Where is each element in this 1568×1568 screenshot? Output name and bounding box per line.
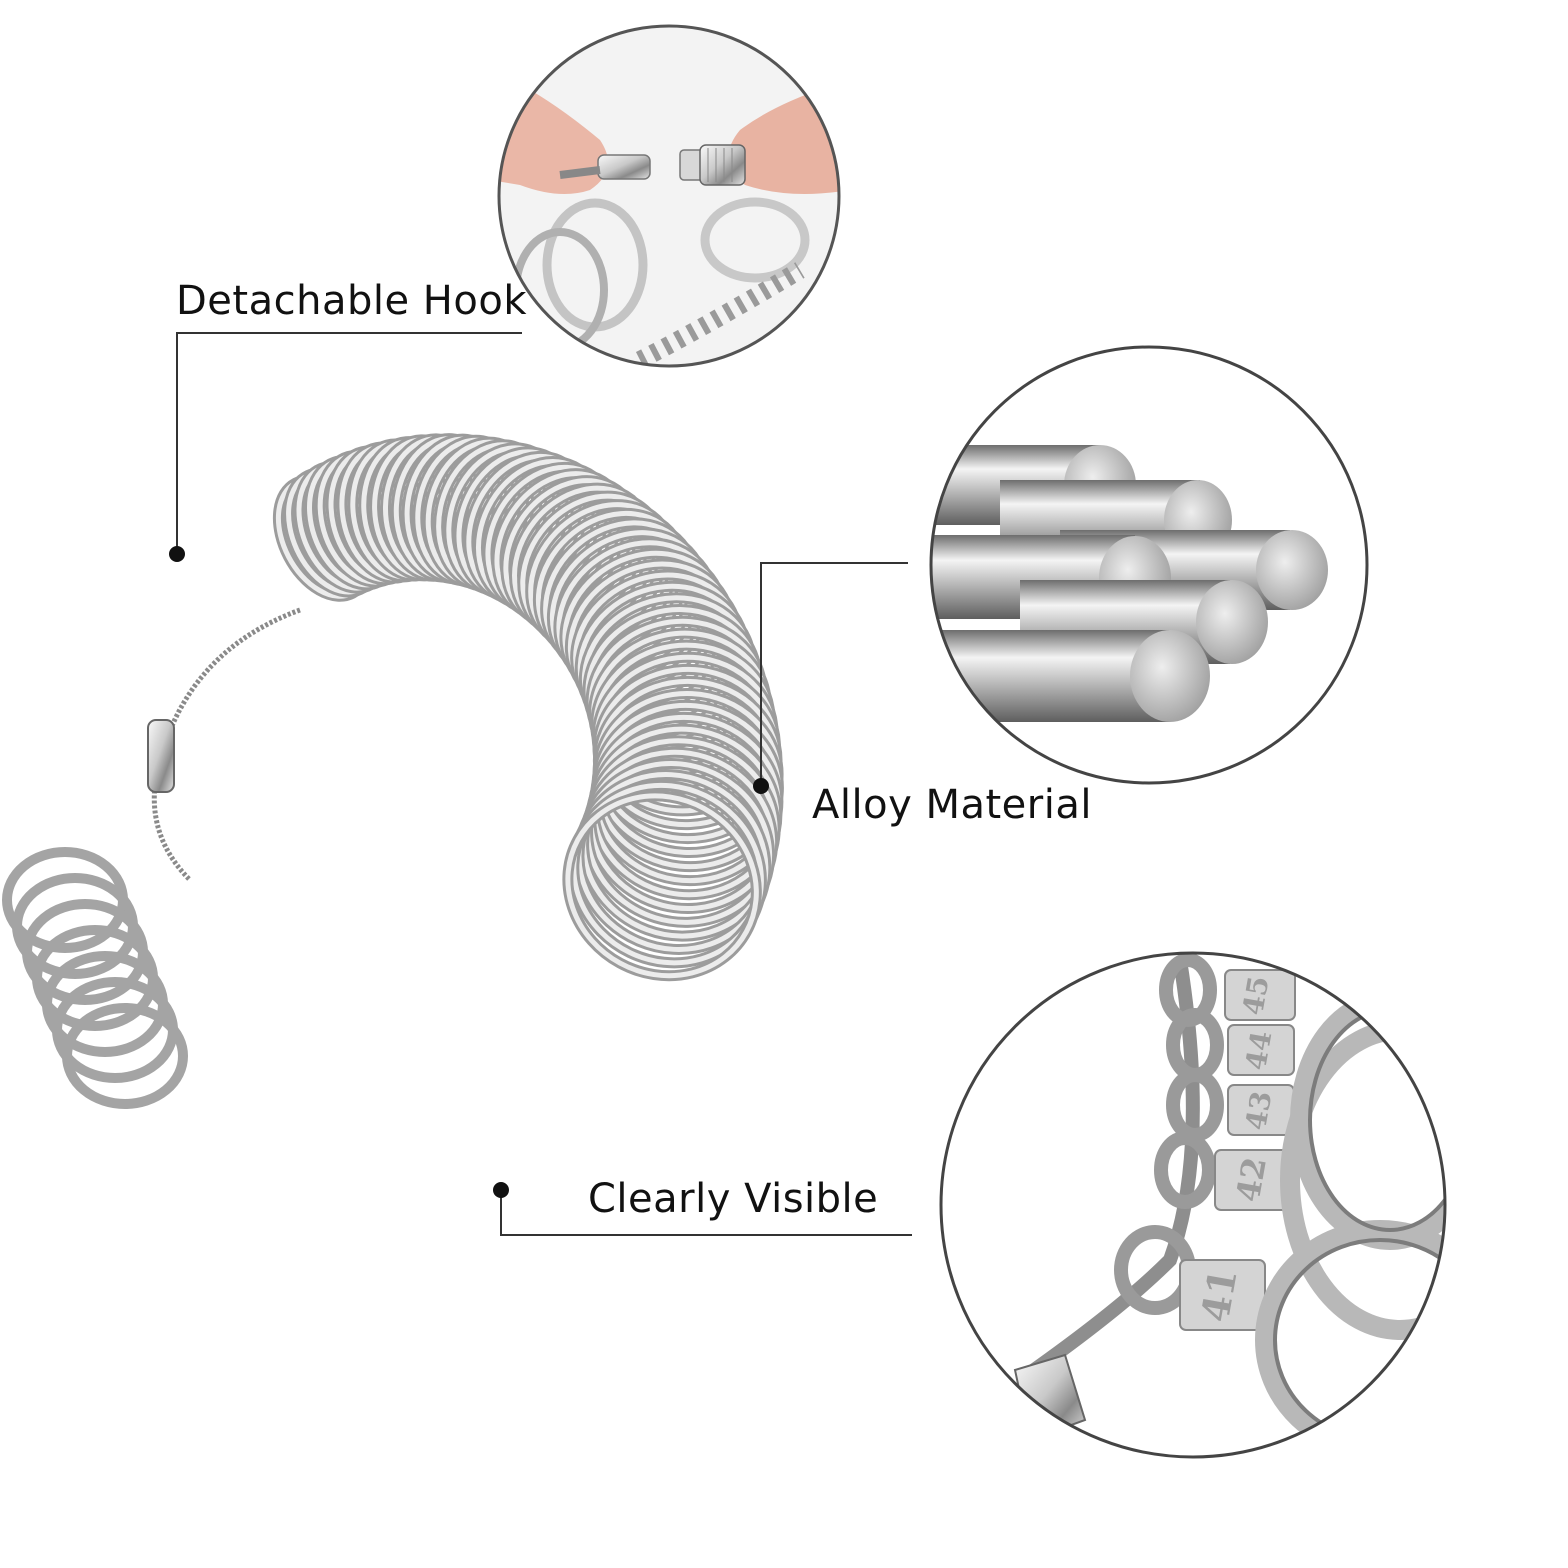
- ring-sizer-product: [2, 433, 784, 1109]
- detachable-hook-line-v: [176, 332, 178, 552]
- sizing-ring: [62, 1003, 188, 1109]
- alloy-material-label: Alloy Material: [812, 782, 1092, 828]
- sizing-ring: [565, 793, 759, 979]
- detachable-hook-dot: [169, 546, 185, 562]
- alloy-material-dot: [753, 778, 769, 794]
- size-tags-closeup-photo: [941, 953, 1445, 1457]
- alloy-rods-photo: [931, 347, 1367, 783]
- clearly-visible-line-h: [500, 1234, 912, 1236]
- size-tag-42: 42: [1229, 1154, 1274, 1204]
- detachable-hook-line-h: [176, 332, 522, 334]
- alloy-rods-frame: [929, 345, 1369, 785]
- size-tag-41: 41: [1192, 1265, 1246, 1325]
- clearly-visible-dot: [493, 1182, 509, 1198]
- size-tag-44: 44: [1239, 1029, 1278, 1073]
- hook-closeup-frame: [497, 24, 841, 368]
- alloy-material-line-h: [760, 562, 908, 564]
- size-tag-numbers: 45 44 43 42 41: [1192, 974, 1278, 1326]
- size-tag-43: 43: [1239, 1089, 1278, 1133]
- clearly-visible-label: Clearly Visible: [588, 1176, 879, 1222]
- alloy-material-line-v: [760, 562, 762, 784]
- size-tag-45: 45: [1236, 974, 1275, 1018]
- hook-closeup-photo: [499, 26, 839, 366]
- size-tags-frame: [939, 951, 1447, 1459]
- detachable-hook-label: Detachable Hook: [176, 278, 527, 324]
- clearly-visible-line-v: [500, 1188, 502, 1236]
